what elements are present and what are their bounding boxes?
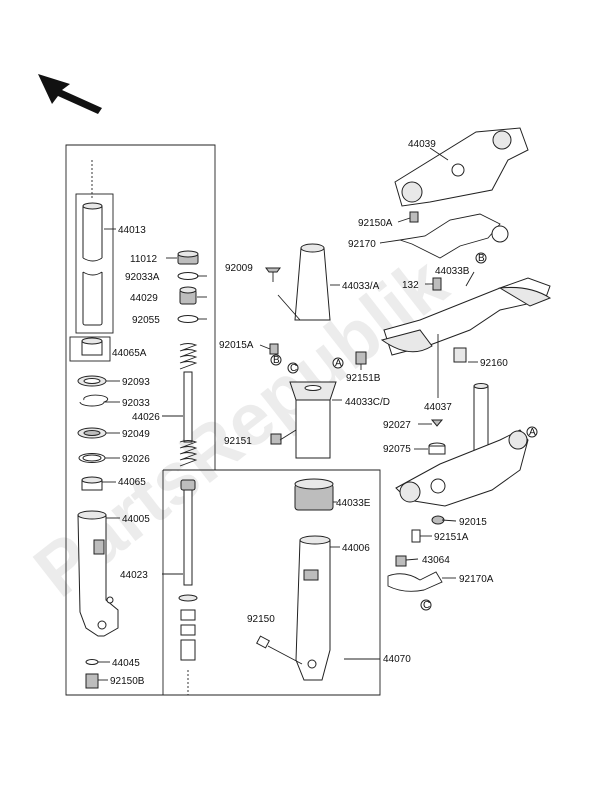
label-92170a: 92170A	[459, 574, 494, 585]
direction-arrow-icon	[38, 74, 102, 114]
part-bolt-92151	[270, 433, 282, 445]
label-92009: 92009	[225, 263, 253, 274]
ref-marker-b-upper: B	[475, 252, 487, 264]
label-92026: 92026	[122, 454, 150, 465]
label-92049: 92049	[122, 429, 150, 440]
label-92151: 92151	[224, 436, 252, 447]
part-bolt-92015a	[269, 343, 279, 355]
part-upper-bracket	[394, 127, 529, 207]
part-bolt-92151b	[355, 351, 367, 365]
part-bolt-132	[432, 277, 442, 291]
label-44045: 44045	[112, 658, 140, 669]
part-screw-92009	[265, 267, 301, 321]
part-fork-spring	[162, 343, 198, 467]
label-44029: 44029	[130, 293, 158, 304]
part-clamp-92170a	[387, 571, 443, 592]
label-92151b: 92151B	[346, 373, 381, 384]
label-92150: 92150	[247, 614, 275, 625]
part-washer-44045	[85, 659, 99, 665]
part-steering-stem	[395, 383, 529, 507]
part-top-cap	[166, 250, 199, 265]
part-damper-rod	[162, 479, 198, 695]
label-92015a: 92015A	[219, 340, 254, 351]
label-92055: 92055	[132, 315, 160, 326]
label-44070: 44070	[383, 654, 411, 665]
svg-text:B: B	[273, 355, 280, 366]
leader-lines-left	[98, 275, 207, 681]
label-44033cd: 44033C/D	[345, 397, 390, 408]
label-92033a: 92033A	[125, 272, 160, 283]
label-44033b: 44033B	[435, 266, 470, 277]
label-11012: 11012	[130, 254, 158, 265]
label-44033e: 44033E	[336, 498, 371, 509]
label-92093: 92093	[122, 377, 150, 388]
label-92033: 92033	[122, 398, 150, 409]
ref-marker-a-upper: A	[332, 357, 344, 369]
part-washer-92026	[78, 453, 106, 463]
ref-marker-b-lower: B	[270, 354, 282, 366]
svg-text:C: C	[290, 363, 297, 374]
part-outer-tube-left	[77, 510, 119, 637]
label-44065a: 44065A	[112, 348, 147, 359]
part-outer-tube-right	[295, 535, 331, 681]
part-fork-cover-upper	[294, 243, 331, 321]
label-44013: 44013	[118, 225, 146, 236]
part-oring-92055	[177, 315, 199, 323]
part-seal-92093	[77, 375, 107, 387]
part-oring-92033a	[177, 272, 199, 280]
label-92015: 92015	[459, 517, 487, 528]
ref-marker-c-lower: C	[420, 599, 432, 611]
label-44026: 44026	[132, 412, 160, 423]
part-fork-cover-lower	[289, 381, 337, 459]
ref-marker-c-upper: C	[287, 362, 299, 374]
part-nut-43064	[395, 555, 407, 567]
part-inner-tube	[82, 160, 116, 326]
label-92075: 92075	[383, 444, 411, 455]
part-seal-92049	[77, 427, 107, 439]
part-clip-92033	[79, 394, 109, 407]
label-44023: 44023	[120, 570, 148, 581]
part-bushing-44065	[81, 476, 103, 491]
ref-marker-a-lower: A	[526, 426, 538, 438]
part-collar-92075	[428, 442, 446, 455]
label-44033a: 44033/A	[342, 281, 380, 292]
svg-text:C: C	[423, 600, 430, 611]
label-92150b: 92150B	[110, 676, 145, 687]
svg-text:B: B	[478, 253, 485, 264]
label-43064: 43064	[422, 555, 450, 566]
label-44039: 44039	[408, 139, 436, 150]
part-washer-92027	[430, 419, 444, 427]
left-fork-frame	[65, 144, 381, 696]
part-bushing-44033e	[294, 478, 334, 511]
leader-lines	[259, 147, 478, 579]
part-bushing-a	[81, 337, 103, 356]
svg-text:A: A	[335, 358, 342, 369]
part-spacer-44029	[179, 286, 197, 305]
label-92150a: 92150A	[358, 218, 393, 229]
part-bolt-92151a	[411, 529, 421, 543]
label-44006: 44006	[342, 543, 370, 554]
part-clamp-92170	[399, 213, 509, 259]
label-92027: 92027	[383, 420, 411, 431]
svg-text:A: A	[529, 427, 536, 438]
part-bolt-92150b	[85, 673, 99, 689]
part-nut-92160	[453, 347, 467, 363]
label-44037: 44037	[424, 402, 452, 413]
label-44065: 44065	[118, 477, 146, 488]
label-44005: 44005	[122, 514, 150, 525]
label-92160: 92160	[480, 358, 508, 369]
label-132: 132	[402, 280, 419, 291]
part-bolt-92150a	[409, 211, 419, 223]
part-axle-bolt-92150	[256, 635, 303, 665]
label-92170: 92170	[348, 239, 376, 250]
label-92151a: 92151A	[434, 532, 469, 543]
part-lower-bracket	[380, 277, 552, 356]
